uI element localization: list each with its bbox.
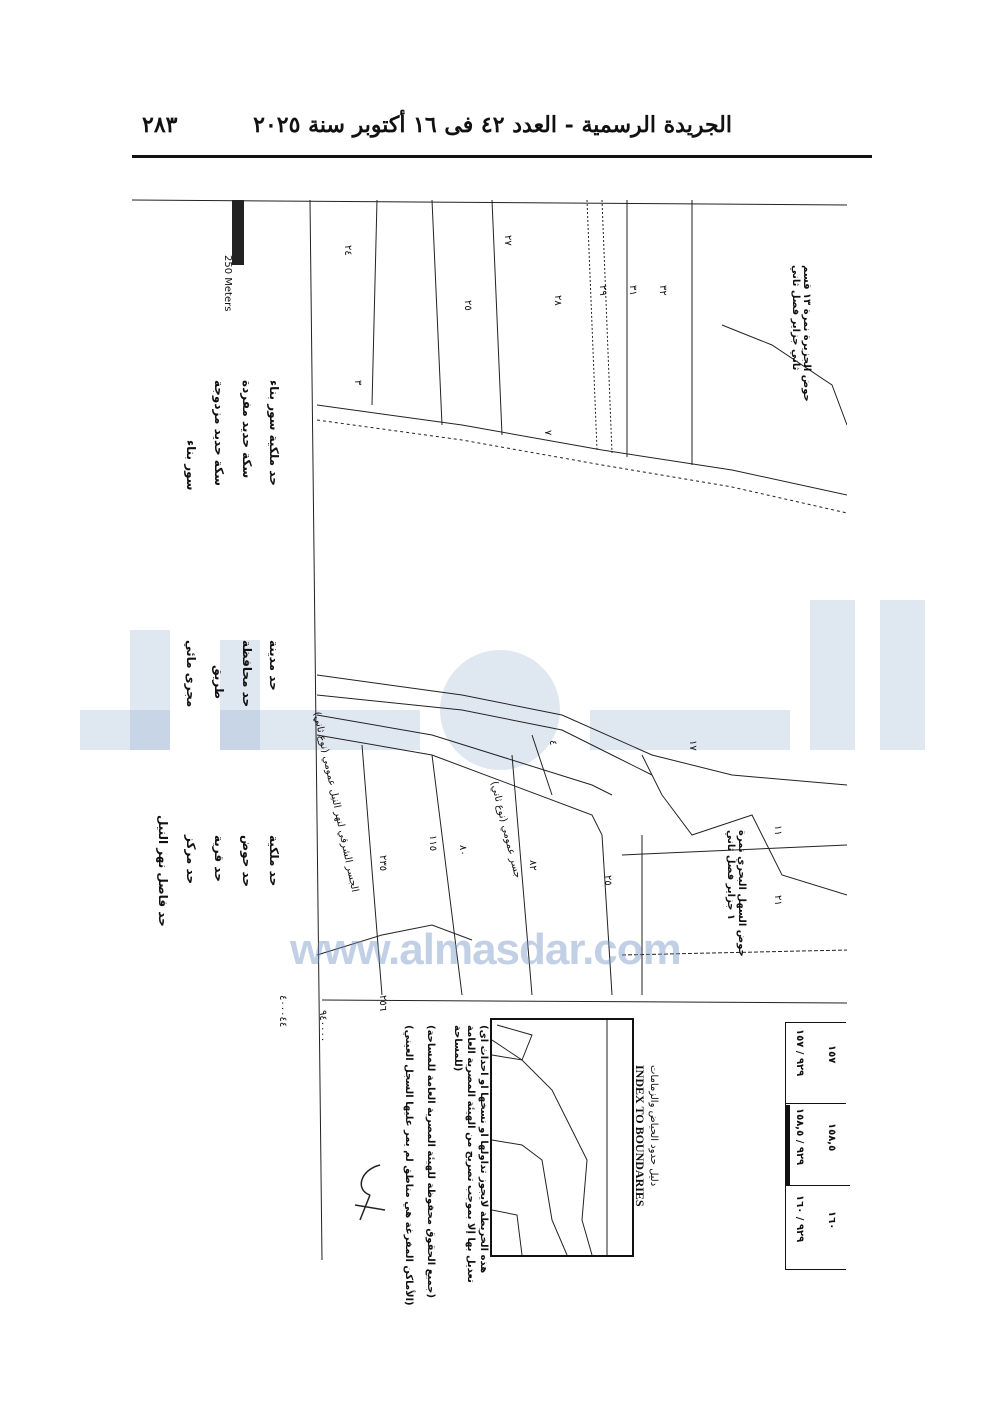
basin-label: حوض الجزيرة نمرة ١٣ قسم ثاني جزاير فصل ث…: [790, 265, 812, 402]
legend-item: حد قرية: [212, 835, 226, 882]
parcel-number: ١١: [772, 825, 783, 836]
header-rule: [132, 155, 872, 158]
scale-label: 250 Meters: [222, 255, 233, 311]
index-title-ar: دليل حدود الحياض والزمامات: [648, 1065, 659, 1187]
parcel-number: ٤: [547, 740, 558, 746]
parcel-number: ٢٥: [462, 300, 473, 311]
scale-value: 250: [222, 255, 233, 275]
sheet-cell-bottom: ٩٢٩ / ١٦٠: [794, 1195, 805, 1243]
legend-item: حد مدينة: [267, 640, 281, 691]
page-header: الجريدة الرسمية - العدد ٤٢ فى ١٦ أكتوبر …: [130, 112, 872, 152]
coord-x-label: ٤٠٠٠٤٤: [277, 995, 288, 1028]
parcel-number: ٨٢: [527, 860, 538, 871]
cadastral-map: 250 Meters حد ملكية سور بناء سكة حديد مف…: [132, 195, 847, 1260]
legend-item: سكة حديد مفردة: [240, 380, 254, 479]
parcel-number: ٣: [352, 380, 363, 386]
coord-y-label: ٩٤٠٠٠٠: [317, 1010, 328, 1043]
legend-item: حد ملكية سور بناء: [267, 380, 281, 486]
parcel-number: ٢٩: [597, 285, 608, 296]
sheet-cell-top: ١٥٧: [826, 1045, 837, 1064]
legend-item: مجرى مائي: [184, 640, 198, 708]
sheet-cell: ١٥٨,٥ ٩٢٩ / ١٥٨,٥: [786, 1105, 850, 1186]
sheet-cell-top: ١٦٠: [826, 1211, 837, 1230]
legend-item: حد محافظة: [240, 640, 254, 708]
parcel-number: ٨٠: [457, 845, 468, 856]
map-drawing: [132, 199, 847, 1260]
parcel-number: ١١٥: [427, 835, 438, 852]
index-map: [490, 1018, 634, 1257]
sheet-cell-top: ١٥٨,٥: [826, 1123, 837, 1152]
sheet-cell-bottom: ٩٢٩ / ١٥٨,٥: [794, 1108, 805, 1166]
sheet-index-table: ١٥٧ ٩٢٩ / ١٥٧ ١٥٨,٥ ٩٢٩ / ١٥٨,٥ ١٦٠ ٩٢٩ …: [785, 1022, 850, 1270]
parcel-number: ٢٧: [502, 235, 513, 246]
legend-item: حد مركز: [184, 835, 198, 885]
parcel-number: ٢٥٦: [377, 995, 388, 1012]
legend-item: طريق: [212, 665, 226, 700]
index-map-drawing: [492, 1020, 608, 1255]
parcel-number: ٢٨: [552, 295, 563, 306]
scale-unit: Meters: [222, 277, 233, 312]
parcel-number: ١٧: [687, 740, 698, 751]
legend-item: حد فاصل نهر النيل: [156, 815, 170, 927]
empty-areas-note: (الأماكن المفرغة هي مناطق لم يمر عليها ا…: [403, 1025, 414, 1306]
parcel-number: ٣١: [627, 285, 638, 296]
header-title: الجريدة الرسمية - العدد ٤٢ فى ١٦ أكتوبر …: [253, 112, 732, 138]
legend-item: حد ملكية: [267, 835, 281, 887]
parcel-number: ٢٤: [342, 245, 353, 256]
sheet-cell: ١٦٠ ٩٢٩ / ١٦٠: [786, 1187, 846, 1267]
parcel-number: ٧: [542, 430, 553, 436]
page-number: ٢٨٣: [142, 112, 178, 138]
parcel-number: ٢١: [772, 895, 783, 906]
signature: [354, 1164, 386, 1221]
copyright-note: (هذه الخريطة لايجوز تداولها او نسخها او …: [452, 1025, 489, 1283]
legend-item: سور بناء: [184, 440, 198, 491]
parcel-number: ٣٢: [657, 285, 668, 296]
parcel-number: ٢٥: [602, 875, 613, 886]
watermark-logo: [80, 600, 925, 770]
watermark-url: www.almasdar.com: [290, 925, 682, 974]
sheet-cell-bottom: ٩٢٩ / ١٥٧: [794, 1029, 805, 1077]
parcel-number: ٢٣٥: [377, 855, 388, 872]
rights-note: (جميع الحقوق محفوظة للهيئة المصرية العام…: [425, 1025, 436, 1299]
legend-item: حد حوض: [240, 835, 254, 888]
basin-label: حوض السهل البحري نمرة ١ جزاير فصل ثاني: [725, 830, 747, 957]
index-title-en: INDEX TO BOUNDARIES: [633, 1065, 647, 1207]
legend-item: سكة حديد مزدوجة: [212, 380, 226, 486]
sheet-cell: ١٥٧ ٩٢٩ / ١٥٧: [786, 1023, 846, 1104]
